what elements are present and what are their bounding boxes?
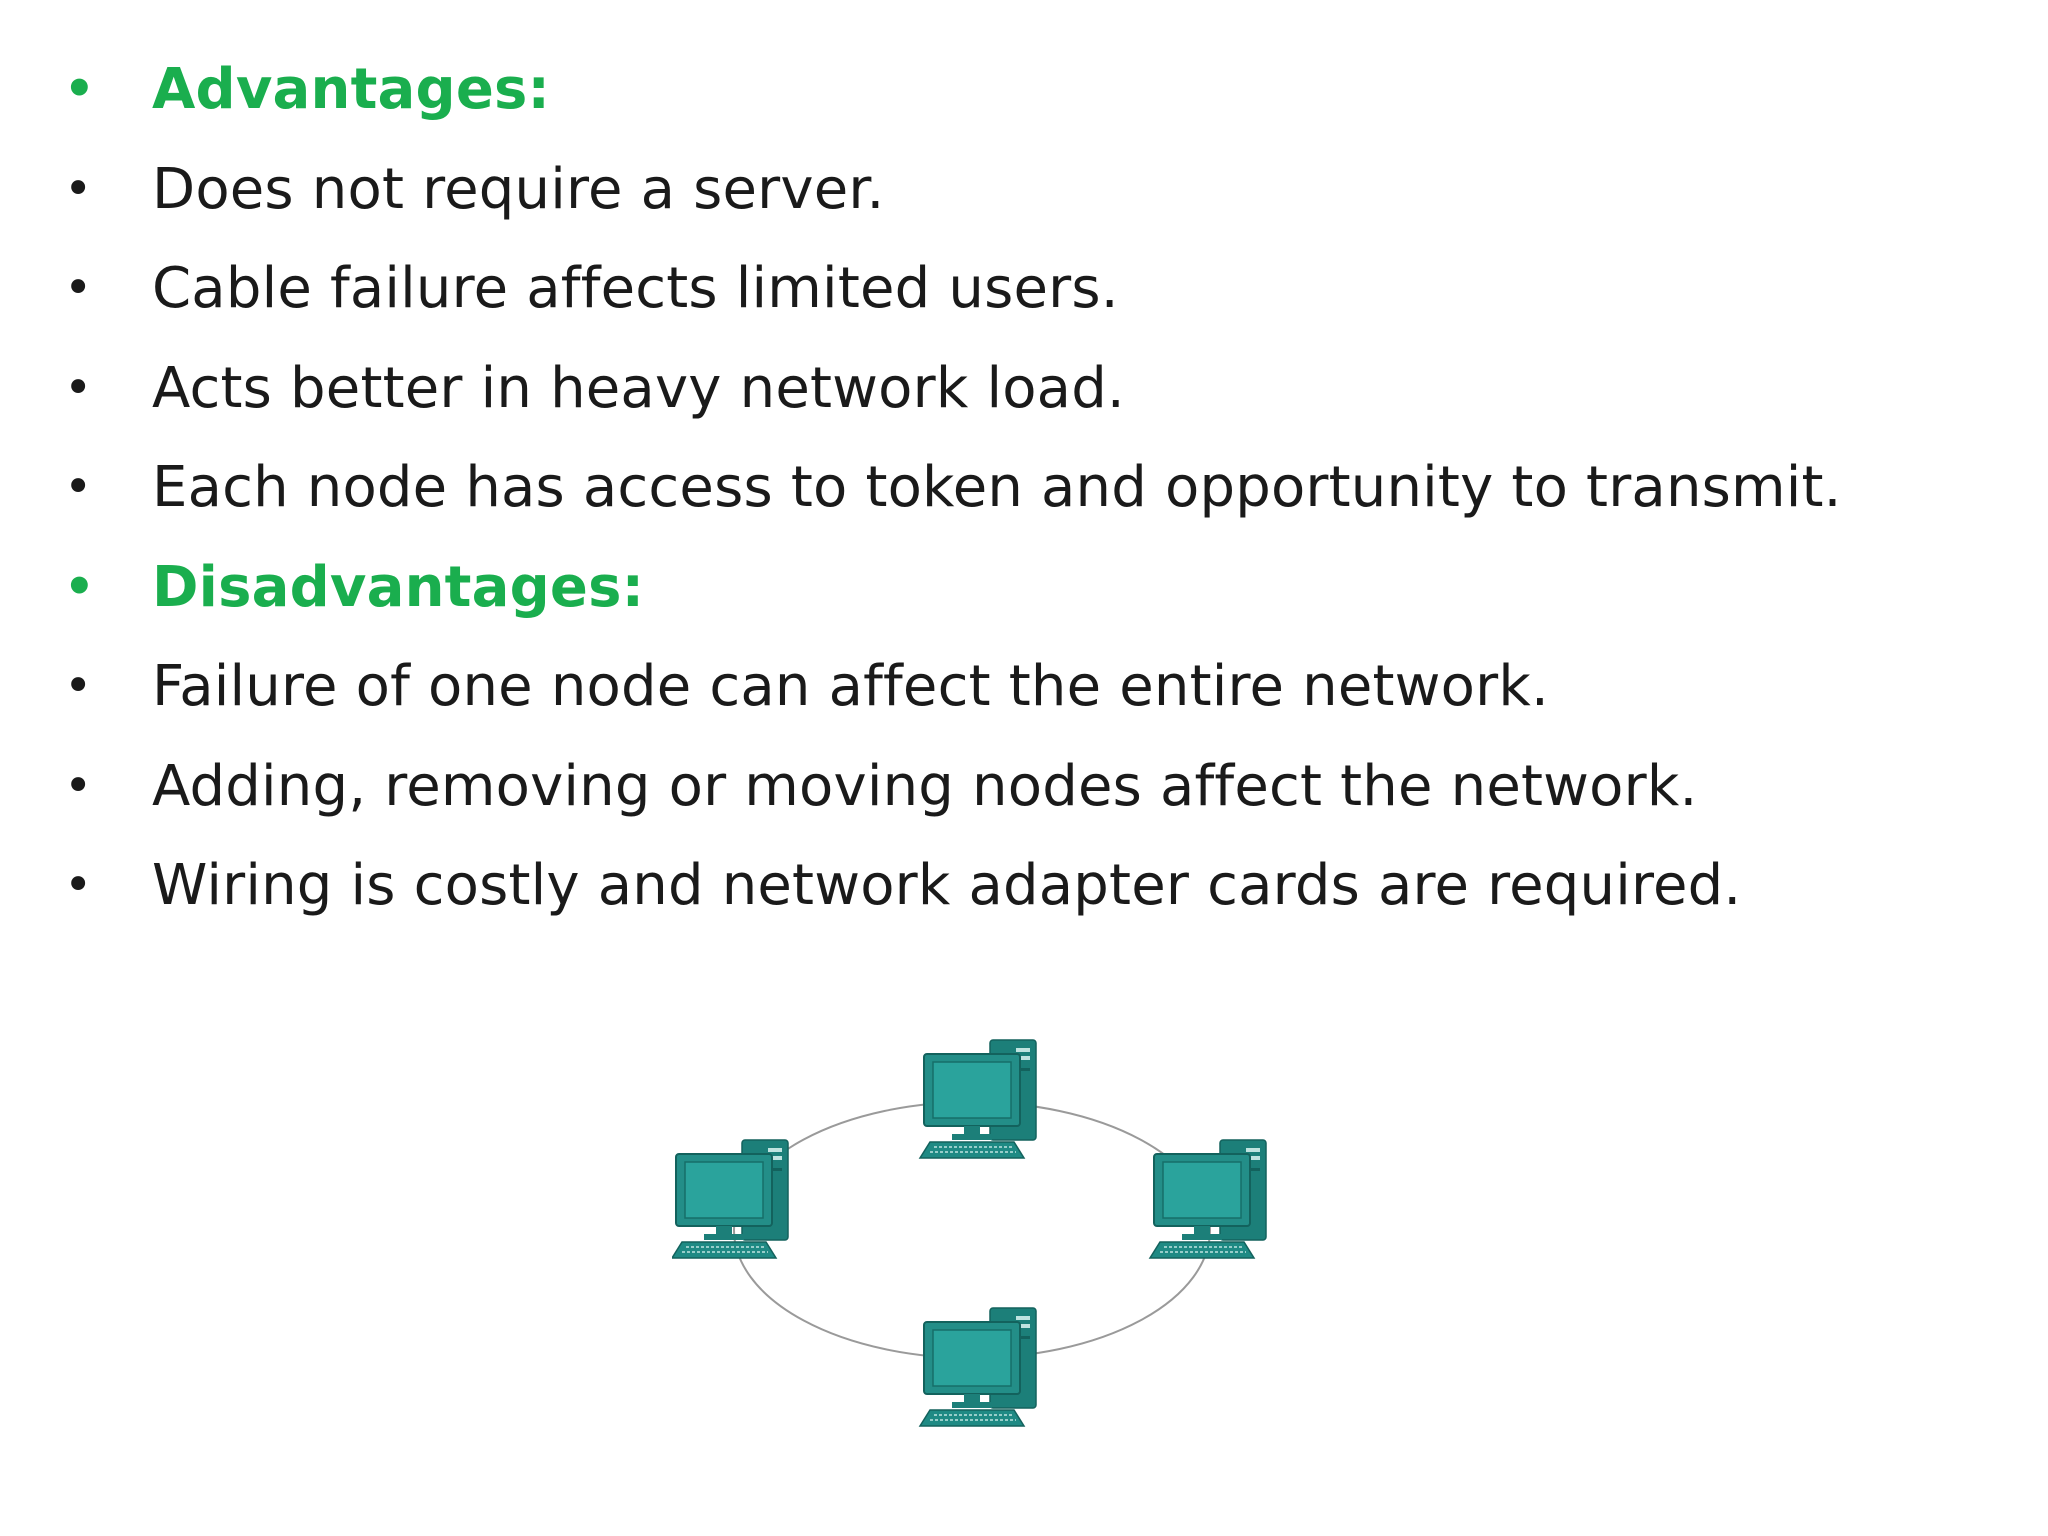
bullet-icon: • — [64, 459, 93, 515]
bullet-icon: • — [64, 260, 93, 316]
bullet-list: • Advantages: • Does not require a serve… — [64, 40, 2024, 936]
bullet-item: • Failure of one node can affect the ent… — [64, 637, 2024, 737]
ring-cable — [733, 1101, 1211, 1359]
bullet-item: • Adding, removing or moving nodes affec… — [64, 737, 2024, 837]
bullet-text: Wiring is costly and network adapter car… — [152, 853, 1742, 918]
bullet-icon: • — [64, 757, 93, 814]
bullet-text: Adding, removing or moving nodes affect … — [152, 753, 1698, 819]
bullet-icon: • — [64, 359, 93, 416]
bullet-item: • Each node has access to token and oppo… — [64, 438, 2024, 538]
bullet-text: Cable failure affects limited users. — [152, 256, 1119, 321]
bullet-item-disadvantages-heading: • Disadvantages: — [64, 538, 2024, 638]
bullet-icon: • — [64, 61, 95, 117]
computer-icon — [919, 1307, 1037, 1427]
bullet-text: Each node has access to token and opport… — [152, 455, 1842, 520]
bullet-item: • Acts better in heavy network load. — [64, 339, 2024, 439]
computer-icon — [1149, 1139, 1267, 1259]
bullet-text: Acts better in heavy network load. — [152, 355, 1125, 421]
bullet-item: • Cable failure affects limited users. — [64, 239, 2024, 339]
computer-icon — [919, 1039, 1037, 1159]
bullet-text: Failure of one node can affect the entir… — [152, 654, 1549, 719]
bullet-icon: • — [64, 658, 93, 714]
bullet-item: • Wiring is costly and network adapter c… — [64, 836, 2024, 936]
computer-icon — [672, 1139, 789, 1259]
bullet-icon: • — [64, 160, 93, 217]
bullet-text: Does not require a server. — [152, 156, 885, 222]
bullet-item: • Does not require a server. — [64, 140, 2024, 240]
bullet-icon: • — [64, 857, 93, 913]
bullet-icon: • — [64, 558, 95, 615]
bullet-item-advantages-heading: • Advantages: — [64, 40, 2024, 140]
section-heading: Advantages: — [152, 57, 551, 122]
section-heading: Disadvantages: — [152, 554, 645, 620]
ring-topology-diagram — [672, 1039, 1267, 1427]
